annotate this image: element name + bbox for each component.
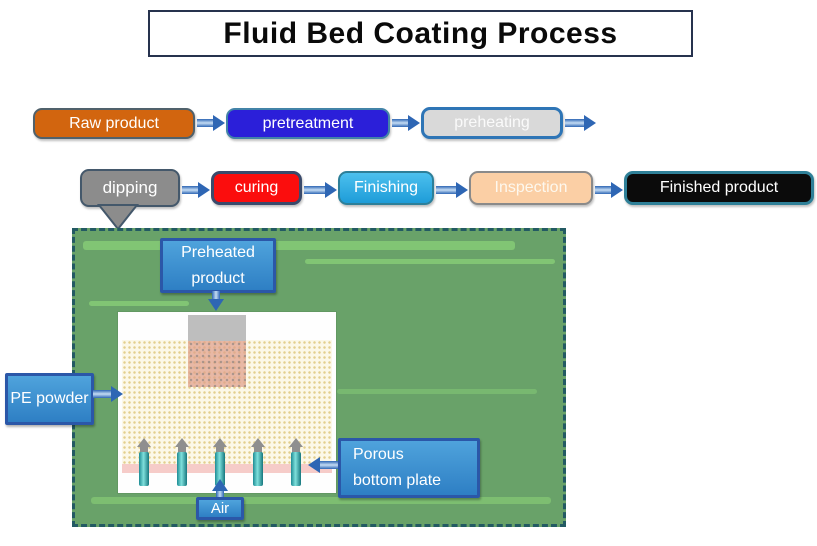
step-label: Finishing [353,179,419,196]
step-finished-product: Finished product [624,171,814,205]
step-label: dipping [102,178,158,197]
step-label: pretreatment [262,114,354,132]
label-text: Preheated product [181,243,255,287]
arrow-down-icon [208,291,224,311]
green-texture-streak [83,241,515,250]
air-nozzle-icon [210,438,230,488]
step-finishing: Finishing [338,171,434,205]
flow-arrow-right-icon [565,115,596,131]
air-nozzle-icon [134,438,154,488]
dipping-callout-tail [96,204,140,231]
flow-arrow-right-icon [182,182,210,198]
step-label: Finished product [659,179,779,196]
label-text: PE powder [10,389,89,407]
dipped-product-upper [188,315,246,341]
arrow-right-icon [93,386,123,402]
flow-arrow-right-icon [304,182,337,198]
page-title-text: Fluid Bed Coating Process [223,16,618,50]
step-label: Inspection [494,179,568,196]
green-texture-streak [337,389,537,394]
fluid-bed-panel [72,228,566,527]
green-texture-streak [89,301,189,306]
step-label: curing [234,179,279,196]
arrow-up-icon [212,479,228,497]
step-raw-product: Raw product [33,108,195,139]
flow-arrow-right-icon [197,115,225,131]
flow-arrow-right-icon [392,115,420,131]
page-title: Fluid Bed Coating Process [148,10,693,57]
flow-arrow-right-icon [595,182,623,198]
step-label: Raw product [69,114,159,132]
step-pretreatment: pretreatment [226,108,390,139]
porous-bottom-plate-label: Porous bottom plate [338,438,480,498]
label-text: Air [210,500,230,517]
step-label: preheating [454,114,530,131]
air-nozzle-icon [286,438,306,488]
air-nozzle-icon [248,438,268,488]
step-inspection: Inspection [469,171,593,205]
pe-powder-label: PE powder [5,373,94,425]
dipped-product-coated [188,341,246,387]
green-texture-streak [305,259,555,264]
flow-arrow-right-icon [436,182,468,198]
fluid-bed-container [118,312,336,493]
air-nozzle-icon [172,438,192,488]
step-dipping: dipping [80,169,180,207]
porous-bottom-plate-strip [122,464,332,473]
label-text: Porous bottom plate [353,445,442,489]
preheated-product-label: Preheated product [160,238,276,293]
air-nozzle-row [134,438,306,488]
step-preheating: preheating [421,107,563,139]
green-texture-streak [91,497,551,504]
arrow-left-icon [308,457,340,473]
air-label: Air [196,497,244,520]
step-curing: curing [211,171,302,205]
